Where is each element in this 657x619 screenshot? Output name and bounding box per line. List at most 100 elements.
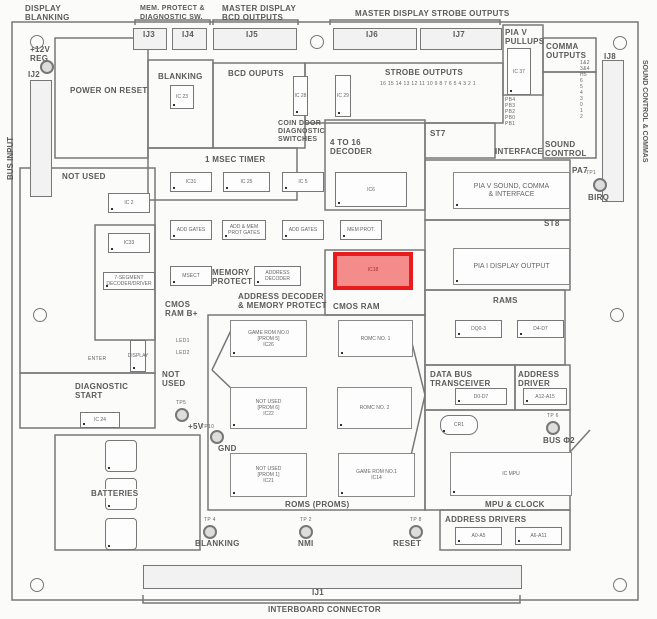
birq-label: BIRQ xyxy=(588,193,610,202)
chip-rom-1: ROMC NO. 1 xyxy=(338,320,413,357)
sound-control-label: SOUND CONTROL xyxy=(545,140,587,158)
ij7-label: IJ7 xyxy=(453,30,466,39)
ij2-label: IJ2 xyxy=(28,70,41,79)
connector-ij8 xyxy=(602,60,624,202)
st8-label: ST8 xyxy=(544,219,560,228)
comma-list: 1&2 3&4 H5 6 5 4 3 0 1 2 xyxy=(580,60,590,120)
mounting-hole xyxy=(33,308,47,322)
connector-ij1 xyxy=(143,565,522,589)
chip-ic26-game-rom-0: GAME ROM NO.0 [PROM 5] IC26 xyxy=(230,320,307,357)
ij6-label: IJ6 xyxy=(366,30,379,39)
not-used-left-label: NOT USED xyxy=(162,370,186,388)
chip-ic31: IC31 xyxy=(170,172,212,192)
chip-add-gates-2: ADD GATES xyxy=(282,220,324,240)
gnd-label: GND xyxy=(218,444,237,453)
chip-mpu: IC MPU xyxy=(450,452,572,496)
comma-outputs-label: COMMA OUTPUTS xyxy=(546,42,587,60)
chip-ic18-label: IC18 xyxy=(367,267,379,273)
chip-ic6: IC6 xyxy=(335,172,407,207)
coin-door-label: COIN DOOR DIAGNOSTIC SWITCHES xyxy=(278,120,325,143)
msec-timer-label: 1 MSEC TIMER xyxy=(205,155,266,164)
data-bus-transceiver-label: DATA BUS TRANSCEIVER xyxy=(430,370,491,388)
test-point-tp4 xyxy=(203,525,217,539)
led1-label: LED1 xyxy=(176,338,190,344)
tp5-label: TP5 xyxy=(176,400,187,406)
strobe-outputs-label: STROBE OUTPUTS xyxy=(385,68,463,77)
chip-ic5: IC 5 xyxy=(282,172,324,192)
chip-ic22-not-used: NOT USED [PROM 6] IC22 xyxy=(230,387,307,429)
display-blanking-label: DISPLAY BLANKING xyxy=(25,4,70,22)
led2-label: LED2 xyxy=(176,350,190,356)
ij5-label: IJ5 xyxy=(246,30,259,39)
chip-d0-d7: D0-D7 xyxy=(455,388,507,405)
pb-list: PB4 PB3 PB2 PB0 PB1 xyxy=(505,97,516,127)
tp10-label: TP10 xyxy=(201,424,215,430)
decoder-4-16-label: 4 TO 16 DECODER xyxy=(330,138,373,156)
battery-1 xyxy=(105,440,137,472)
nmi-label: NMI xyxy=(298,539,314,548)
chip-ic14-game-rom-1: GAME ROM NO.1 IC14 xyxy=(338,453,415,497)
master-strobe-label: MASTER DISPLAY STROBE OUTPUTS xyxy=(355,9,510,18)
ij8-label: IJ8 xyxy=(604,52,617,61)
chip-address-decoder: ADDRESS DECODER xyxy=(254,266,301,286)
connector-ij2 xyxy=(30,80,52,197)
connector-ij5: IJ5 xyxy=(213,28,297,50)
chip-pia-v: PIA V SOUND, COMMA & INTERFACE xyxy=(453,172,570,209)
chip-ic28: IC 28 xyxy=(293,76,308,116)
not-used-top-label: NOT USED xyxy=(62,172,106,181)
addr-decoder-mem-protect-label: ADDRESS DECODER & MEMORY PROTECT xyxy=(238,292,327,310)
diagnostic-start-label: DIAGNOSTIC START xyxy=(75,382,129,400)
reset-label: RESET xyxy=(393,539,422,548)
regulator-mount xyxy=(40,60,54,74)
mem-protect-label: MEM. PROTECT & DIAGNOSTIC SW. xyxy=(140,5,205,21)
ij4-label: IJ4 xyxy=(182,30,195,39)
chip-ic24: IC 24 xyxy=(80,412,120,428)
chip-pia-i: PIA I DISPLAY OUTPUT xyxy=(453,248,570,285)
mounting-hole xyxy=(613,578,627,592)
test-point-tp8 xyxy=(409,525,423,539)
test-point-tp2 xyxy=(299,525,313,539)
tp2-label: TP 2 xyxy=(300,517,312,523)
blanking-label: BLANKING xyxy=(158,72,203,81)
batteries-label: BATTERIES xyxy=(90,489,140,498)
chip-a12-a15: A12-A15 xyxy=(523,388,567,405)
test-point-tp1 xyxy=(593,178,607,192)
ic18-highlight[interactable]: IC18 xyxy=(333,252,413,290)
chip-ic23: IC 23 xyxy=(170,85,194,109)
tp8-label: TP 8 xyxy=(410,517,422,523)
chip-a0-a5: A0-A5 xyxy=(455,527,502,545)
strobe-numbers: 16 15 14 13 12 11 10 9 8 7 6 5 4 3 2 1 xyxy=(380,81,476,87)
master-bcd-label: MASTER DISPLAY BCD OUTPUTS xyxy=(222,4,297,22)
mounting-hole xyxy=(610,308,624,322)
mpu-clock-label: MPU & CLOCK xyxy=(485,500,545,509)
test-point-tp6 xyxy=(546,421,560,435)
test-point-tp10 xyxy=(210,430,224,444)
chip-dq0-3: DQ0-3 xyxy=(455,320,502,338)
plus5v-label: +5V xyxy=(188,422,204,431)
mounting-hole xyxy=(613,36,627,50)
sound-control-commas-label: SOUND CONTROL & COMMAS xyxy=(641,60,648,163)
connector-ij7: IJ7 xyxy=(420,28,502,50)
bcd-outputs-label: BCD OUPUTS xyxy=(228,69,284,78)
mounting-hole xyxy=(30,578,44,592)
mounting-hole xyxy=(30,35,44,49)
memory-protect-label: MEMORY PROTECT xyxy=(212,268,253,286)
chip-mem-prot: MEM PROT. xyxy=(340,220,382,240)
mounting-hole xyxy=(310,35,324,49)
power-on-reset-label: POWER ON RESET xyxy=(70,86,148,95)
crystal-cr1: CR1 xyxy=(440,415,478,435)
chip-ic2: IC 2 xyxy=(108,193,150,213)
chip-dq4-7: D4-D7 xyxy=(517,320,564,338)
chip-ic25: IC 25 xyxy=(223,172,270,192)
chip-ic21-not-used: NOT USED [PROM 1] IC21 xyxy=(230,453,307,497)
enter-label: ENTER xyxy=(88,356,107,362)
pa7-label: PA7 xyxy=(572,166,588,175)
connector-ij4: IJ4 xyxy=(172,28,207,50)
bus-phi2-label: BUS Φ2 xyxy=(543,436,575,445)
blanking-tp-label: BLANKING xyxy=(195,539,240,548)
chip-7-segment-decoder: 7-SEGMENT DECODER/DRIVER xyxy=(103,272,155,290)
chip-add-mem-prot-gates: ADD & MEM PROT GATES xyxy=(222,220,266,240)
cmos-ram-label: CMOS RAM xyxy=(333,302,380,311)
chip-msect: MSECT xyxy=(170,266,212,286)
